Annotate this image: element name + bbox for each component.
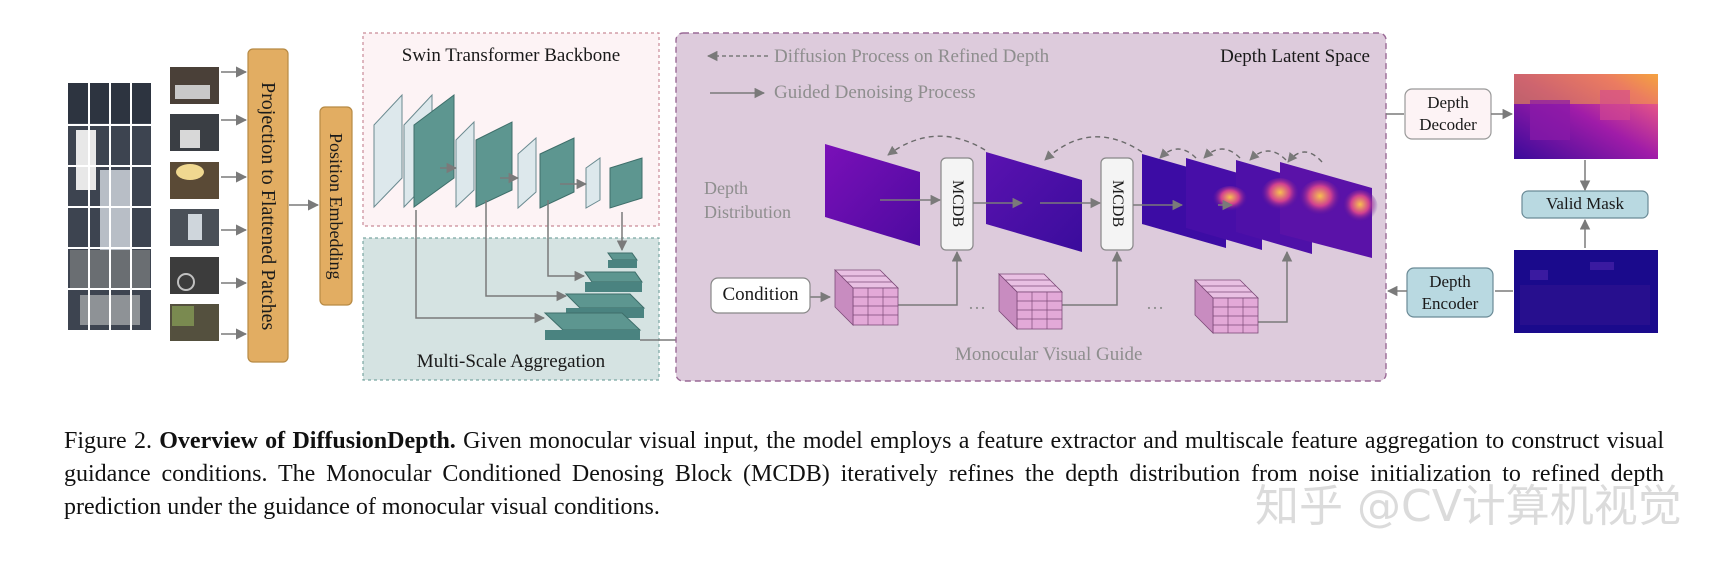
feature-cubes xyxy=(834,269,1259,334)
right-arrows xyxy=(1386,108,1591,297)
condition-label: Condition xyxy=(722,284,799,305)
legend-denoising-label: Guided Denoising Process xyxy=(774,82,976,103)
position-embedding-label: Position Embedding xyxy=(326,132,346,280)
denoise-arrows xyxy=(810,194,1293,323)
diffusion-curves xyxy=(887,135,1323,163)
ellipsis-1: … xyxy=(968,293,986,313)
legend-diffusion-label: Diffusion Process on Refined Depth xyxy=(774,46,1050,67)
depth-encoder-label: Depth Encoder xyxy=(1421,272,1479,313)
caption-figure-number: Figure 2. xyxy=(64,428,152,454)
multi-scale-label: Multi-Scale Aggregation xyxy=(416,351,606,372)
input-image-mosaic xyxy=(68,83,151,330)
depth-encoder-box xyxy=(1406,267,1494,318)
mcdb-label-1: MCDB xyxy=(949,180,966,228)
projection-label: Projection to Flattened Patches xyxy=(257,81,279,331)
sparse-depth-image xyxy=(1514,250,1658,333)
aggregation-pyramid xyxy=(543,252,646,340)
condition-box xyxy=(710,277,811,314)
caption-title: Overview of DiffusionDepth. xyxy=(159,428,456,454)
patch-arrows xyxy=(221,66,248,340)
monocular-guide-label: Monocular Visual Guide xyxy=(955,344,1143,365)
projection-box xyxy=(247,48,289,363)
ellipsis-2: … xyxy=(1146,293,1164,313)
figure-caption: Figure 2. Overview of DiffusionDepth. Gi… xyxy=(64,425,1664,524)
depth-distribution-label: Depth Distribution xyxy=(704,178,792,222)
caption-body: Given monocular visual input, the model … xyxy=(64,428,1665,520)
swin-backbone-label: Swin Transformer Backbone xyxy=(401,45,621,66)
position-embedding-box xyxy=(319,106,353,306)
decoded-depth-image xyxy=(1514,74,1658,159)
watermark: 知乎 @CV计算机视觉 xyxy=(1255,481,1682,532)
backbone-blocks xyxy=(373,93,643,210)
valid-mask-label: Valid Mask xyxy=(1546,194,1624,213)
mcdb-label-2: MCDB xyxy=(1109,180,1126,228)
patch-thumbnails xyxy=(170,67,219,341)
depth-decoder-label: Depth Decoder xyxy=(1419,93,1477,134)
latent-space-label: Depth Latent Space xyxy=(1220,46,1370,67)
